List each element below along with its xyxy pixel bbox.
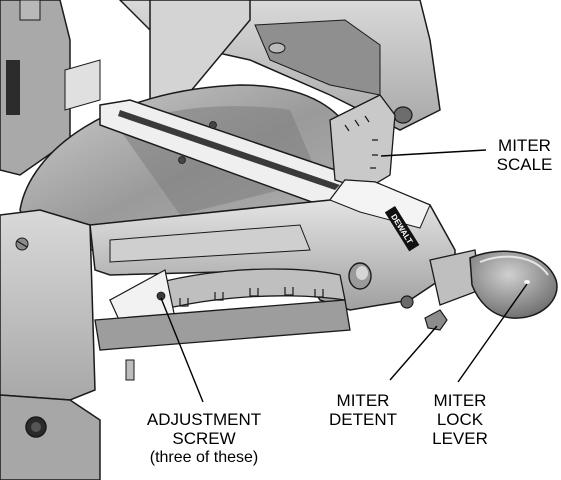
detent-notches xyxy=(179,287,324,307)
label-miter-detent: MITER DETENT xyxy=(318,391,408,429)
label-miter-scale: MITER SCALE xyxy=(488,136,561,174)
label-line: SCREW xyxy=(172,429,236,448)
brand-badge xyxy=(384,206,420,252)
rear-base-hole xyxy=(393,106,413,124)
leader-adjustment-screw xyxy=(160,297,204,403)
arm-top-face xyxy=(329,179,431,229)
front-base-lower xyxy=(0,394,101,480)
label-line: MITER xyxy=(498,136,551,155)
leader-miter-scale xyxy=(380,149,487,157)
label-adjustment-screw: ADJUSTMENT SCREW (three of these) xyxy=(124,410,284,467)
label-line: MITER xyxy=(336,391,390,410)
leader-miter-detent xyxy=(389,325,438,381)
label-line: ADJUSTMENT xyxy=(146,410,262,429)
table-screw xyxy=(209,121,217,129)
arm-hole xyxy=(400,295,414,309)
label-line: LOCK xyxy=(436,410,484,429)
lock-lever-highlight xyxy=(479,255,549,276)
detent-knob-face xyxy=(356,266,368,280)
adjustment-screw xyxy=(156,291,166,301)
base-screw-slot xyxy=(16,240,28,248)
label-miter-lock-lever: MITER LOCK LEVER xyxy=(420,391,500,448)
base-mount-hole-inner xyxy=(31,422,41,432)
column-slot xyxy=(6,60,20,115)
front-base xyxy=(0,209,96,401)
miter-scale-plate xyxy=(329,94,396,191)
miter-scale-ticks xyxy=(344,115,378,169)
fence-plate xyxy=(149,0,251,111)
label-line: LEVER xyxy=(432,429,488,448)
miter-lock-lever xyxy=(469,250,558,319)
label-line: DETENT xyxy=(329,410,397,429)
kerf-slot xyxy=(118,110,340,190)
rear-base-bolt xyxy=(268,42,286,54)
column-slot-2 xyxy=(64,59,101,111)
miter-detent-lever xyxy=(424,309,448,331)
table-screw xyxy=(178,156,186,164)
arm-rib xyxy=(109,224,311,263)
base-front-skirt xyxy=(94,299,351,351)
lock-lever-tip-dot xyxy=(524,280,530,284)
label-line: SCALE xyxy=(496,155,553,174)
label-line: (three of these) xyxy=(149,449,259,466)
top-knob xyxy=(19,0,41,21)
base-foot xyxy=(125,359,135,381)
leader-miter-lock-lever xyxy=(457,283,528,383)
label-line: MITER xyxy=(433,391,487,410)
